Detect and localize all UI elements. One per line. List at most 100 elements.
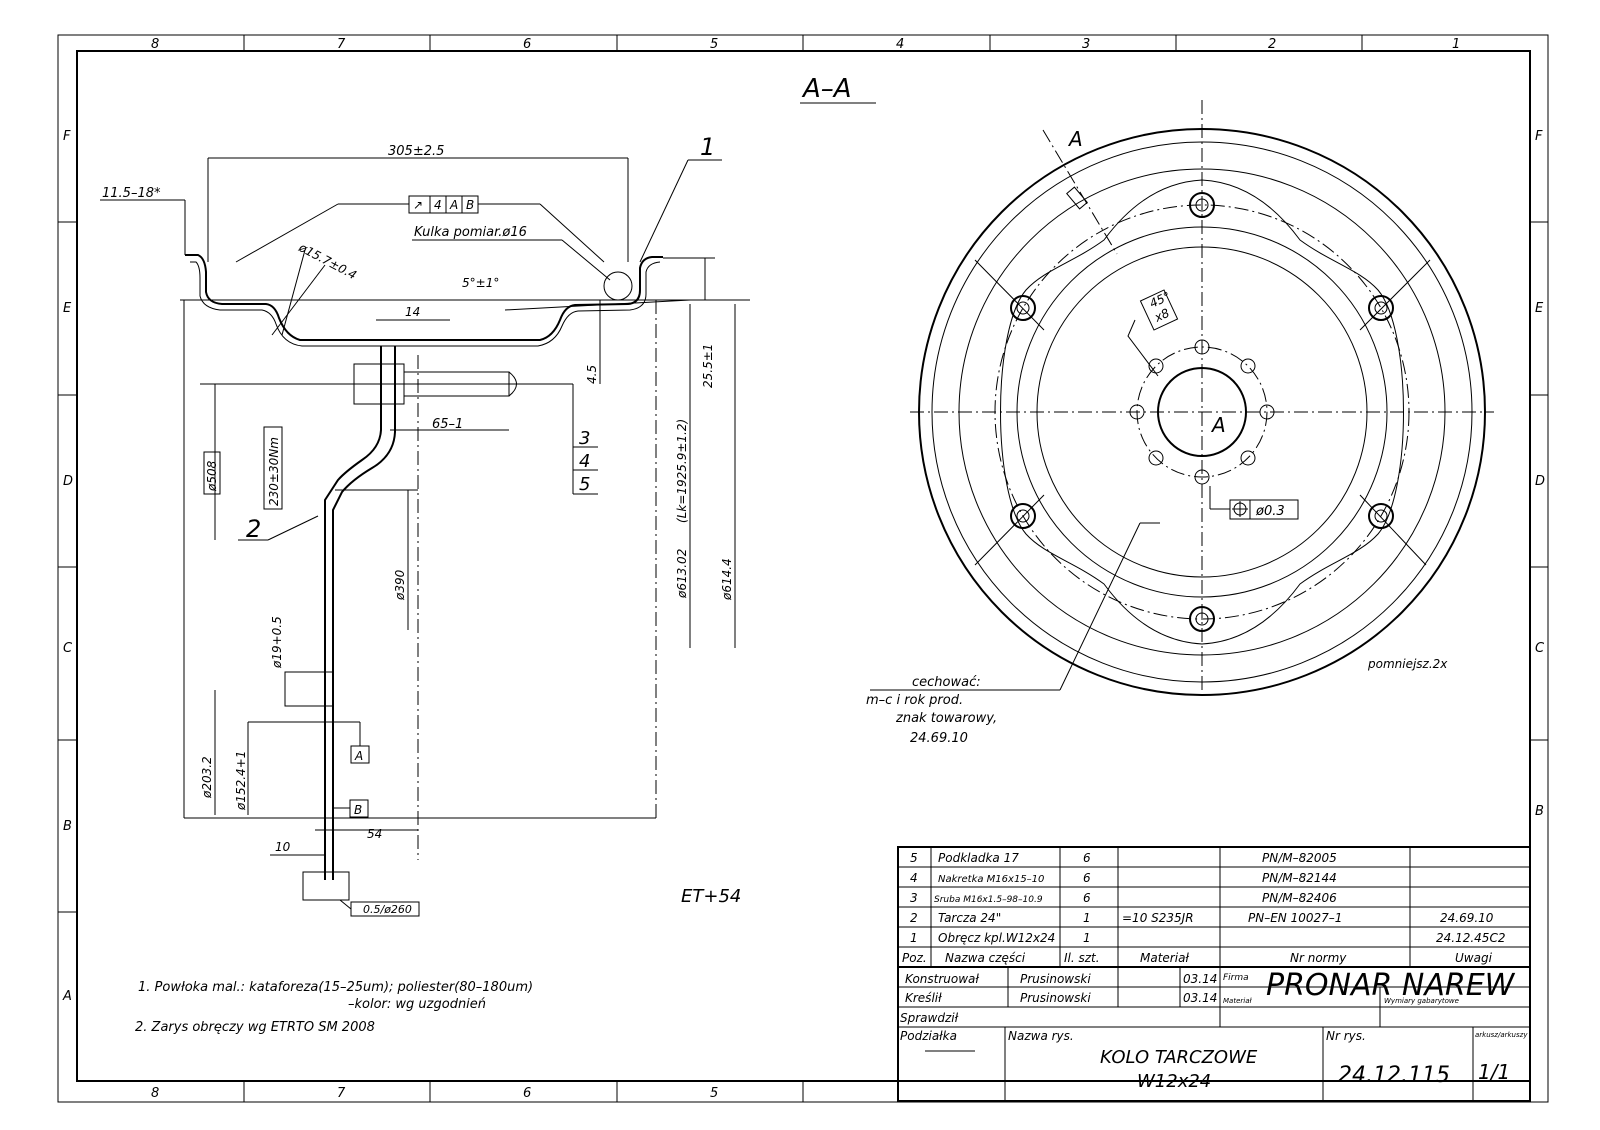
- hub-bore: [284, 671, 334, 707]
- header-material: Materiał: [1140, 951, 1189, 965]
- angle-box: [1139, 289, 1179, 331]
- part-poz: 1: [910, 931, 918, 945]
- callout-1: 1: [700, 133, 715, 161]
- part-qty: 6: [1083, 871, 1091, 885]
- header-poz: Poz.: [902, 951, 927, 965]
- row-label: F: [1535, 129, 1543, 144]
- scale-note: pomniejsz.2x: [1367, 657, 1448, 671]
- disc-profile-a: [324, 346, 382, 880]
- datum-a: A: [354, 749, 363, 763]
- dim-61302: ø613.02: [675, 549, 689, 599]
- row-label: F: [63, 129, 71, 144]
- bolt-hole: [1189, 606, 1215, 632]
- drawing-name-1: KOLO TARCZOWE: [1100, 1047, 1258, 1068]
- row-zone-lines: [58, 221, 1548, 913]
- col-label: 2: [1268, 37, 1276, 52]
- part-norm: PN/M–82406: [1262, 891, 1337, 905]
- marking-line-4: 24.69.10: [910, 731, 968, 746]
- ball-leader-2: [561, 239, 611, 281]
- dim-157-line2: [271, 264, 326, 336]
- bolt-hole: [1368, 295, 1394, 321]
- part-poz: 3: [910, 891, 918, 905]
- header-qty: Il. szt.: [1064, 951, 1100, 965]
- part-poz: 2: [910, 911, 918, 925]
- callout-3: 3: [579, 428, 590, 449]
- konstruowal-name: Prusinowski: [1020, 972, 1091, 986]
- sprawdzil-label: Sprawdził: [900, 1011, 959, 1025]
- position-tolerance: ø0.3: [1255, 504, 1285, 519]
- marking-line-1: cechować:: [912, 675, 981, 690]
- bolt-hole: [1374, 301, 1388, 315]
- angle-5: 5°±1°: [462, 276, 499, 290]
- section-mark-a-center: A: [1210, 413, 1226, 437]
- lk-dimension: (Lk=1925.9±1.2): [675, 419, 689, 523]
- bolt-hole: [1016, 509, 1030, 523]
- row-label: A: [62, 989, 72, 1004]
- dim-19: ø19+0.5: [270, 616, 284, 669]
- drawing-name-2: W12x24: [1137, 1071, 1211, 1092]
- sheet-count: 1/1: [1478, 1060, 1510, 1084]
- hub-hole: [1194, 339, 1210, 355]
- callout-2: 2: [246, 515, 261, 543]
- diag-line: [974, 259, 1045, 331]
- general-notes: 1. Powłoka mal.: kataforeza(15–25um); po…: [135, 980, 533, 1035]
- part-name: Podkladka 17: [938, 851, 1019, 865]
- part-qty: 1: [1083, 911, 1091, 925]
- material-label: Materiał: [1223, 997, 1252, 1005]
- dim-2032: ø203.2: [200, 756, 214, 799]
- part-norm: PN/M–82144: [1262, 871, 1337, 885]
- parts-list-rows: 5 Podkladka 17 6 PN/M–82005 4 Nakretka M…: [902, 851, 1505, 965]
- marking-leader: [1059, 522, 1141, 691]
- dim-157: ø15.7±0.4: [296, 240, 359, 283]
- section-view: [100, 157, 750, 917]
- hub-hole: [1129, 404, 1145, 420]
- diag-line: [974, 494, 1045, 566]
- col-label: 7: [337, 37, 346, 52]
- ball-label: Kulka pomiar.ø16: [414, 225, 527, 240]
- wheel-labels: A A 45° x8 ø0.3 cechować: m–c i rok prod…: [866, 127, 1448, 746]
- drawing-number-label: Nr rys.: [1326, 1029, 1366, 1043]
- bolt-holes: [1010, 192, 1394, 632]
- section-title: A–A: [801, 74, 852, 104]
- dim-157-line: [281, 249, 306, 336]
- col-label: 6: [523, 1086, 531, 1101]
- dim-45: 4.5: [585, 365, 599, 384]
- dim-14: 14: [405, 305, 420, 319]
- part-remarks: 24.12.45C2: [1436, 931, 1505, 945]
- kreslil-date: 03.14: [1183, 991, 1217, 1005]
- flatness-leader: [339, 899, 352, 910]
- hub-hole: [1148, 450, 1164, 466]
- marking-line-2: m–c i rok prod.: [866, 693, 963, 708]
- sheet-label: arkusz/arkuszy: [1475, 1031, 1528, 1039]
- bolt-hole: [1016, 301, 1030, 315]
- tolerance-frame: [408, 195, 479, 214]
- parts-row: 4 Nakretka M16x15–10 6 PN/M–82144: [910, 871, 1337, 885]
- dim-1524: ø152.4+1: [234, 751, 248, 811]
- rim-profile-outer: [185, 254, 663, 341]
- bolt-hole: [1010, 503, 1036, 529]
- datum-a-box: [350, 745, 370, 764]
- bolt-hole: [1374, 509, 1388, 523]
- dim-255: 25.5±1: [701, 344, 715, 388]
- parts-row: 1 Obręcz kpl.W12x24 1 24.12.45C2: [910, 931, 1505, 945]
- dim-65: 65–1: [432, 417, 463, 432]
- col-label: 5: [710, 37, 718, 52]
- part-remarks: 24.69.10: [1440, 911, 1494, 925]
- wymiary-label: Wymiary gabarytowe: [1384, 997, 1459, 1005]
- dim-54: 54: [367, 827, 382, 841]
- row-label: D: [1535, 474, 1545, 489]
- part-name: Nakretka M16x15–10: [938, 874, 1044, 885]
- col-label: 8: [151, 1086, 159, 1101]
- col-label: 7: [337, 1086, 346, 1101]
- tolerance-datum-b: B: [466, 198, 474, 212]
- angle-leader: [1127, 319, 1159, 377]
- part-qty: 6: [1083, 891, 1091, 905]
- dim-6144: ø614.4: [720, 558, 734, 601]
- dim-305: 305±2.5: [388, 144, 444, 159]
- part-poz: 4: [910, 871, 918, 885]
- hub-hole: [1259, 404, 1275, 420]
- datum-b: B: [354, 803, 362, 817]
- measuring-ball: [603, 271, 633, 301]
- hub-hole: [1240, 358, 1256, 374]
- dim-11: 11.5–18*: [102, 186, 161, 201]
